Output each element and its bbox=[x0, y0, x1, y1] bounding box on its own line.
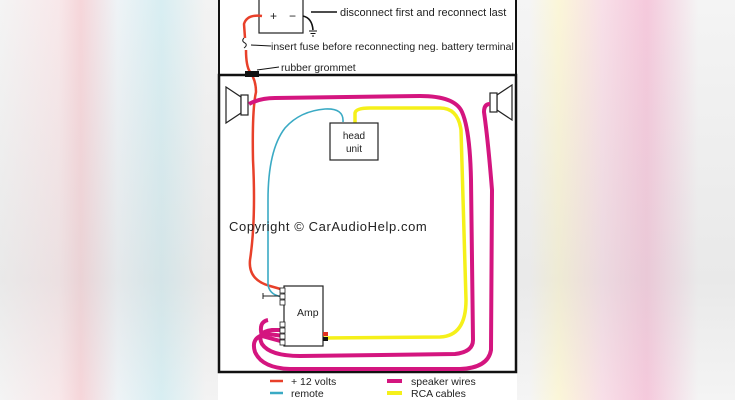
amp-terminals bbox=[279, 287, 286, 346]
disconnect-note: disconnect first and reconnect last bbox=[340, 7, 506, 19]
copyright-watermark: Copyright © CarAudioHelp.com bbox=[229, 219, 427, 234]
rca-jack-black bbox=[323, 337, 328, 341]
amp-ground-icon bbox=[262, 293, 280, 299]
ground-icon bbox=[309, 30, 317, 37]
battery-minus-label: − bbox=[289, 9, 296, 23]
head-unit bbox=[329, 122, 379, 161]
rca-cable bbox=[322, 106, 468, 340]
legend-label-speaker: speaker wires bbox=[411, 376, 476, 388]
legend-label-12v: + 12 volts bbox=[291, 376, 336, 388]
right-speaker-wire bbox=[251, 102, 495, 371]
fuse-note: insert fuse before reconnecting neg. bat… bbox=[271, 41, 514, 53]
vehicle-outline bbox=[217, 73, 518, 374]
left-speaker-wire bbox=[248, 93, 476, 359]
head-unit-label-2: unit bbox=[346, 144, 362, 155]
ground-wire bbox=[302, 15, 314, 31]
grommet bbox=[245, 71, 259, 77]
fuse-pointer bbox=[250, 44, 272, 47]
legend-label-rca: RCA cables bbox=[411, 388, 466, 400]
battery bbox=[258, 0, 304, 34]
grommet-note: rubber grommet bbox=[281, 62, 356, 74]
amplifier bbox=[283, 285, 324, 347]
remote-wire bbox=[267, 108, 344, 298]
legend: + 12 volts remote speaker wires RCA cabl… bbox=[270, 376, 476, 400]
fuse-icon bbox=[242, 37, 247, 49]
legend-label-remote: remote bbox=[291, 388, 324, 400]
grommet-pointer bbox=[256, 66, 280, 71]
rca-jack-red bbox=[323, 332, 328, 336]
battery-plus-label: + bbox=[270, 9, 277, 23]
left-speaker-icon bbox=[225, 85, 249, 125]
speaker-wire-loop bbox=[258, 318, 285, 344]
amp-label: Amp bbox=[297, 307, 319, 319]
head-unit-label-1: head bbox=[343, 131, 365, 142]
